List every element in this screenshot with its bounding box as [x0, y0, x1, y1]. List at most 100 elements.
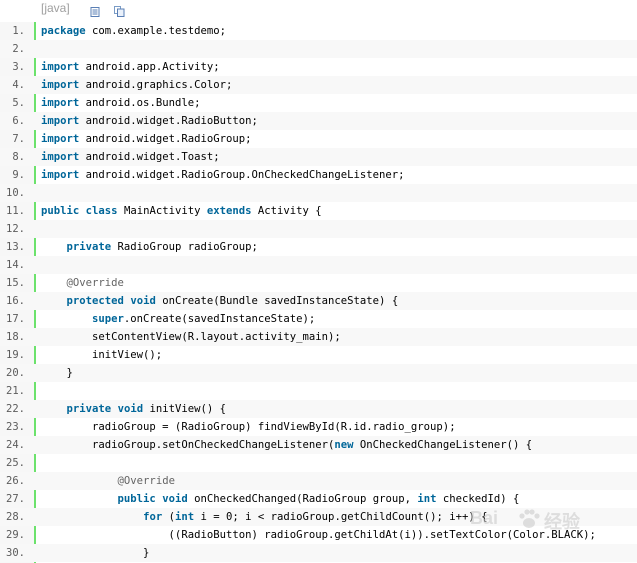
keyword-token: import	[41, 79, 80, 91]
code-line: 24. radioGroup.setOnCheckedChangeListene…	[0, 436, 637, 454]
code-token: MainActivity	[117, 205, 207, 217]
line-number: 17.	[6, 313, 25, 325]
code-token: android.widget.RadioButton;	[79, 115, 258, 127]
code-line: 8. import android.widget.Toast;	[0, 148, 637, 166]
line-number: 8.	[12, 151, 25, 163]
code-line: 4.import android.graphics.Color;	[0, 76, 637, 94]
code-line: 1. package com.example.testdemo;	[0, 22, 637, 40]
code-line: 30. }	[0, 544, 637, 562]
code-token: android.widget.RadioGroup.OnCheckedChang…	[79, 169, 405, 181]
code-lines: 1.package com.example.testdemo;2.3.impor…	[0, 22, 637, 562]
line-number: 20.	[6, 367, 25, 379]
code-line: 15. @Override	[0, 274, 637, 292]
code-text: import android.widget.RadioButton;	[41, 112, 258, 130]
line-number: 1.	[12, 25, 25, 37]
keyword-token: import	[41, 61, 80, 73]
line-number: 15.	[6, 277, 25, 289]
line-number: 25.	[6, 457, 25, 469]
watermark-text-latin: Bai	[470, 508, 499, 528]
code-text: private void initView() {	[41, 400, 226, 418]
view-source-icon[interactable]	[90, 2, 100, 17]
code-token: android.widget.Toast;	[79, 151, 220, 163]
code-line: 2.	[0, 40, 637, 58]
code-header: [java]	[0, 0, 637, 22]
code-token: initView() {	[143, 403, 226, 415]
code-line: 28. for (int i = 0; i < radioGroup.getCh…	[0, 508, 637, 526]
code-line: 21.	[0, 382, 637, 400]
code-token: RadioGroup radioGroup;	[111, 241, 258, 253]
code-line: 11.public class MainActivity extends Act…	[0, 202, 637, 220]
code-token: android.app.Activity;	[79, 61, 220, 73]
line-number: 13.	[6, 241, 25, 253]
code-text: import android.graphics.Color;	[41, 76, 232, 94]
paw-icon	[519, 509, 540, 528]
code-line: 12.	[0, 220, 637, 238]
code-token: OnCheckedChangeListener() {	[353, 439, 533, 451]
keyword-token: package	[41, 25, 86, 37]
code-text: import android.app.Activity;	[41, 58, 220, 76]
keyword-token: import	[41, 151, 80, 163]
keyword-token: void	[117, 403, 144, 415]
keyword-token: private	[66, 241, 112, 253]
keyword-token: class	[85, 205, 118, 217]
line-number: 22.	[6, 403, 25, 415]
code-line: 29. ((RadioButton) radioGroup.getChildAt…	[0, 526, 637, 544]
code-text: setContentView(R.layout.activity_main);	[41, 328, 341, 346]
code-text: import android.widget.Toast;	[41, 148, 220, 166]
code-token: 0	[226, 511, 233, 523]
code-token: android.widget.RadioGroup;	[79, 133, 252, 145]
keyword-token: import	[41, 169, 80, 181]
code-token	[41, 403, 67, 415]
code-text: package com.example.testdemo;	[41, 22, 226, 40]
line-number: 7.	[12, 133, 25, 145]
code-line: 23. radioGroup = (RadioGroup) findViewBy…	[0, 418, 637, 436]
code-line: 13. private RadioGroup radioGroup;	[0, 238, 637, 256]
code-token	[41, 475, 118, 487]
code-text: radioGroup.setOnCheckedChangeListener(ne…	[41, 436, 532, 454]
keyword-token: int	[417, 493, 437, 505]
code-text: private RadioGroup radioGroup;	[41, 238, 258, 256]
copy-icon[interactable]	[114, 2, 125, 17]
language-label: [java]	[41, 1, 70, 15]
code-token: radioGroup.setOnCheckedChangeListener(	[41, 439, 335, 451]
code-text: @Override	[41, 472, 175, 490]
keyword-token: new	[334, 439, 354, 451]
code-line: 6. import android.widget.RadioButton;	[0, 112, 637, 130]
code-line: 25.	[0, 454, 637, 472]
code-token: checkedId) {	[436, 493, 520, 505]
keyword-token: import	[41, 97, 80, 109]
code-text: ((RadioButton) radioGroup.getChildAt(i))…	[41, 526, 596, 544]
line-number: 6.	[12, 115, 25, 127]
code-text: protected void onCreate(Bundle savedInst…	[41, 292, 399, 310]
code-token: onCreate(Bundle savedInstanceState) {	[155, 295, 399, 307]
keyword-token: import	[41, 115, 80, 127]
code-line: 5.import android.os.Bundle;	[0, 94, 637, 112]
code-token	[41, 295, 67, 307]
code-token: Activity {	[251, 205, 322, 217]
code-token: ((RadioButton) radioGroup.getChildAt(i))…	[41, 529, 596, 541]
line-number: 12.	[6, 223, 25, 235]
code-token: radioGroup = (RadioGroup) findViewById(R…	[41, 421, 456, 433]
code-text: import android.widget.RadioGroup;	[41, 130, 252, 148]
code-line: 19. initView();	[0, 346, 637, 364]
code-token: (	[162, 511, 175, 523]
code-line: 16. protected void onCreate(Bundle saved…	[0, 292, 637, 310]
line-number: 28.	[6, 511, 25, 523]
code-text: public void onCheckedChanged(RadioGroup …	[41, 490, 520, 508]
line-number: 27.	[6, 493, 25, 505]
annotation-token: @Override	[66, 277, 124, 289]
code-text: import android.widget.RadioGroup.OnCheck…	[41, 166, 405, 184]
baidu-watermark: Bai 经验	[470, 500, 620, 540]
code-token: i =	[194, 511, 226, 523]
code-line: 18. setContentView(R.layout.activity_mai…	[0, 328, 637, 346]
code-token: onCheckedChanged(RadioGroup group,	[187, 493, 418, 505]
keyword-token: protected	[66, 295, 124, 307]
code-line: 7. import android.widget.RadioGroup;	[0, 130, 637, 148]
code-line: 26. @Override	[0, 472, 637, 490]
code-line: 9.import android.widget.RadioGroup.OnChe…	[0, 166, 637, 184]
keyword-token: public	[41, 205, 80, 217]
line-number: 14.	[6, 259, 25, 271]
line-number: 10.	[6, 187, 25, 199]
code-text: super.onCreate(savedInstanceState);	[41, 310, 315, 328]
